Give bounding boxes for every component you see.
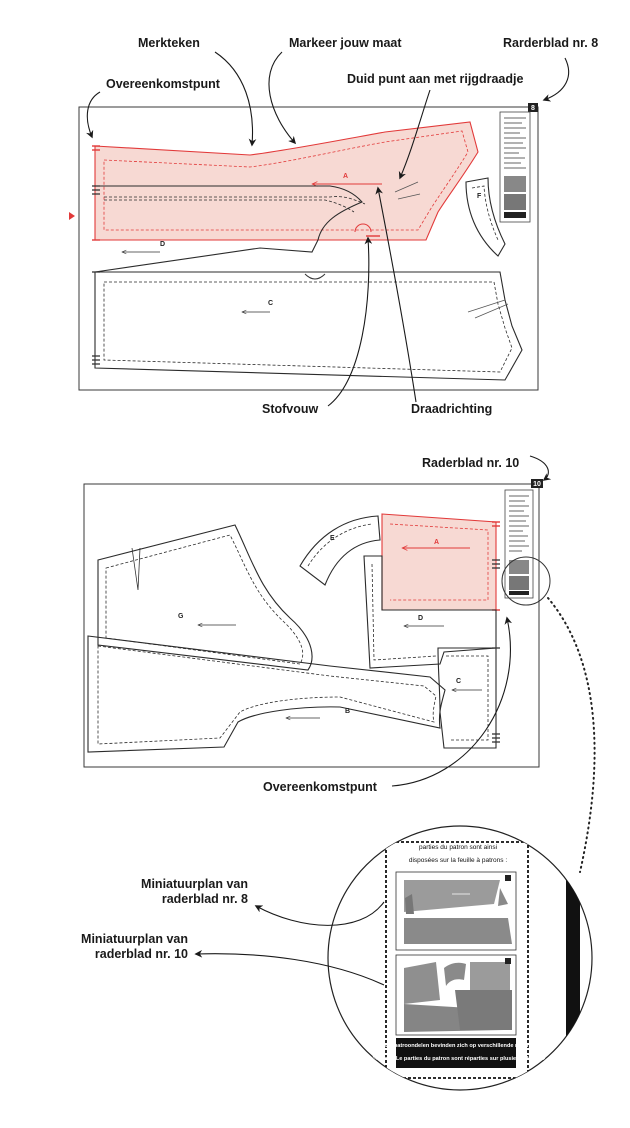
piece-a-label: A	[343, 173, 348, 180]
fold-edge-marker	[69, 212, 75, 220]
mini-text-line1: parties du patron sont ainsi	[419, 844, 497, 851]
piece-a-label-10: A	[434, 539, 439, 546]
piece-d-label-10: D	[418, 615, 423, 622]
piece-c-label: C	[268, 300, 273, 307]
mini-text-line2: disposées sur la feuille à patrons :	[409, 857, 507, 864]
piece-c-label-10: C	[456, 678, 461, 685]
piece-d-sheet8: D	[94, 185, 363, 273]
label-raderblad-10: Raderblad nr. 10	[422, 456, 519, 470]
callouts: Merkteken Markeer jouw maat Rarderblad n…	[81, 36, 598, 986]
mini-plan-8	[395, 871, 517, 951]
label-draadrichting: Draadrichting	[411, 402, 492, 416]
piece-c-sheet10: C	[437, 559, 500, 749]
label-rarderblad-8: Rarderblad nr. 8	[503, 36, 598, 50]
sheet-8-badge: 8	[528, 103, 538, 112]
sheet-10-mini-plan-10	[509, 576, 529, 590]
sheet-10: 10 G B E A	[83, 479, 551, 768]
piece-a-sheet10: A	[381, 513, 500, 611]
label-mini8-line1: Miniatuurplan van	[141, 877, 248, 891]
mini-plan-10	[395, 954, 517, 1036]
mini-note-fr: Attention ! Le parties du patron sont ré…	[366, 1056, 545, 1062]
magnifier-connector	[547, 597, 596, 873]
sheet-8-number: 8	[531, 105, 535, 112]
label-mini8-line2: raderblad nr. 8	[162, 892, 248, 906]
sheet-10-mini-plan-8	[509, 560, 529, 574]
piece-e-sheet10: E	[299, 515, 381, 586]
magnifier: parties du patron sont ainsi disposées s…	[327, 825, 593, 1091]
piece-f-sheet8: F	[465, 177, 506, 257]
mini-note-nl: Let op! De patroondelen bevinden zich op…	[365, 1043, 548, 1049]
label-duid-punt: Duid punt aan met rijgdraadje	[347, 72, 523, 86]
sheet-10-legend	[504, 489, 534, 599]
magnify-source-circle	[501, 556, 551, 606]
sheet-8-legend	[499, 111, 531, 223]
piece-e-label: E	[330, 535, 335, 542]
piece-c-sheet8: C	[92, 185, 523, 381]
label-merkteken: Merkteken	[138, 36, 200, 50]
piece-b-label: B	[345, 708, 350, 715]
label-markeer-jouw-maat: Markeer jouw maat	[289, 36, 402, 50]
label-overeenkomstpunt-top: Overeenkomstpunt	[106, 77, 221, 91]
piece-b-sheet10: B	[87, 635, 446, 753]
label-mini10-line2: raderblad nr. 10	[95, 947, 188, 961]
sheet-8: 8 A D	[69, 103, 539, 391]
label-overeenkomstpunt-mid: Overeenkomstpunt	[263, 780, 378, 794]
label-stofvouw: Stofvouw	[262, 402, 319, 416]
sheet-10-number: 10	[533, 481, 541, 488]
piece-f-label: F	[477, 193, 482, 200]
piece-g-label: G	[178, 613, 184, 620]
sheet-10-badge: 10	[531, 479, 543, 488]
label-mini10-line1: Miniatuurplan van	[81, 932, 188, 946]
piece-d-label: D	[160, 241, 165, 248]
